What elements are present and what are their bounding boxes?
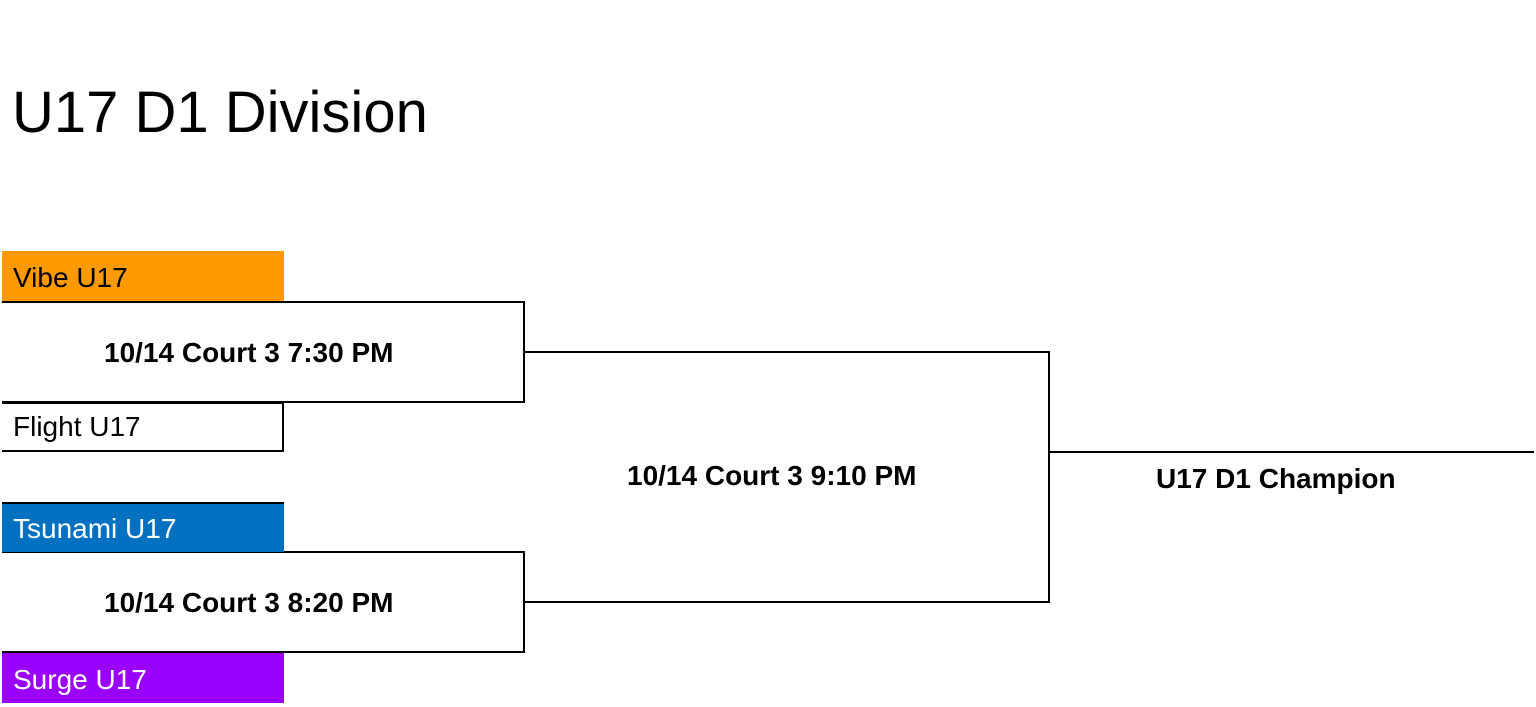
game-1-label: 10/14 Court 3 7:30 PM — [104, 337, 394, 368]
team-name: Flight U17 — [13, 411, 141, 442]
team-tsunami-u17: Tsunami U17 — [2, 502, 284, 552]
final-game-label: 10/14 Court 3 9:10 PM — [627, 460, 917, 491]
team-name: Surge U17 — [13, 664, 147, 695]
champion-label: U17 D1 Champion — [1156, 463, 1396, 494]
page-title: U17 D1 Division — [12, 80, 428, 145]
game-2-label: 10/14 Court 3 8:20 PM — [104, 587, 394, 618]
final-connector — [524, 351, 1050, 603]
team-name: Vibe U17 — [13, 262, 128, 293]
team-flight-u17: Flight U17 — [2, 402, 284, 452]
team-surge-u17: Surge U17 — [2, 653, 284, 703]
team-vibe-u17: Vibe U17 — [2, 251, 284, 301]
team-name: Tsunami U17 — [13, 513, 177, 544]
